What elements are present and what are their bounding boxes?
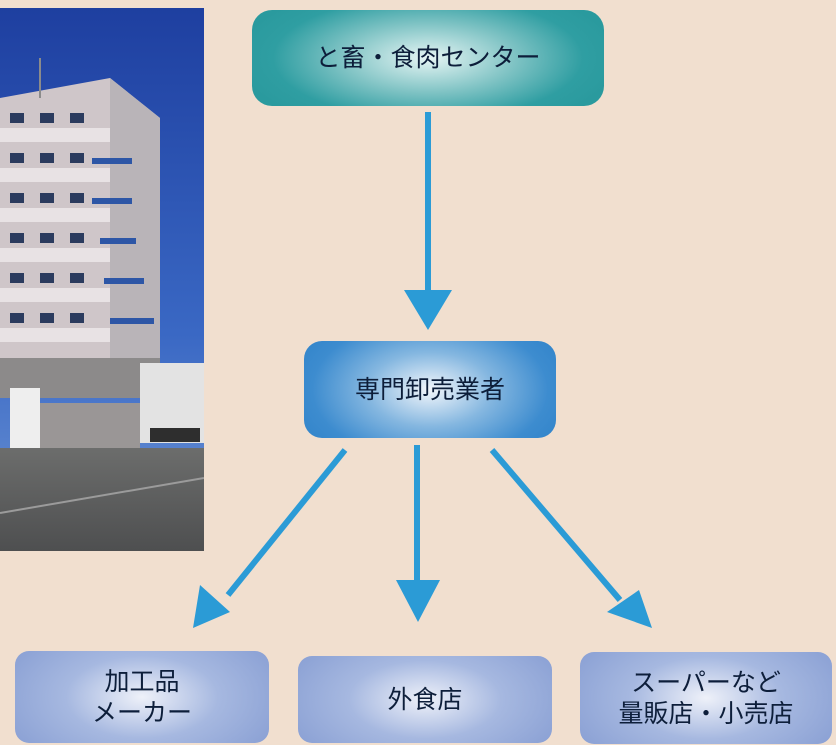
node-processed-goods-maker: 加工品 メーカー <box>15 651 269 743</box>
arrowhead-middle-to-left <box>193 585 230 628</box>
building-photo <box>0 8 204 551</box>
node-wholesaler: 専門卸売業者 <box>304 341 556 438</box>
arrow-middle-to-right <box>489 448 623 602</box>
arrowhead-middle-to-right <box>607 590 652 628</box>
arrowhead-middle-to-center <box>396 580 440 622</box>
arrow-middle-to-left <box>225 448 348 597</box>
node-slaughter-meat-center: と畜・食肉センター <box>252 10 604 106</box>
arrowhead-top-to-middle <box>404 290 452 330</box>
node-supermarket-retail: スーパーなど 量販店・小売店 <box>580 652 832 744</box>
node-restaurant: 外食店 <box>298 656 552 743</box>
